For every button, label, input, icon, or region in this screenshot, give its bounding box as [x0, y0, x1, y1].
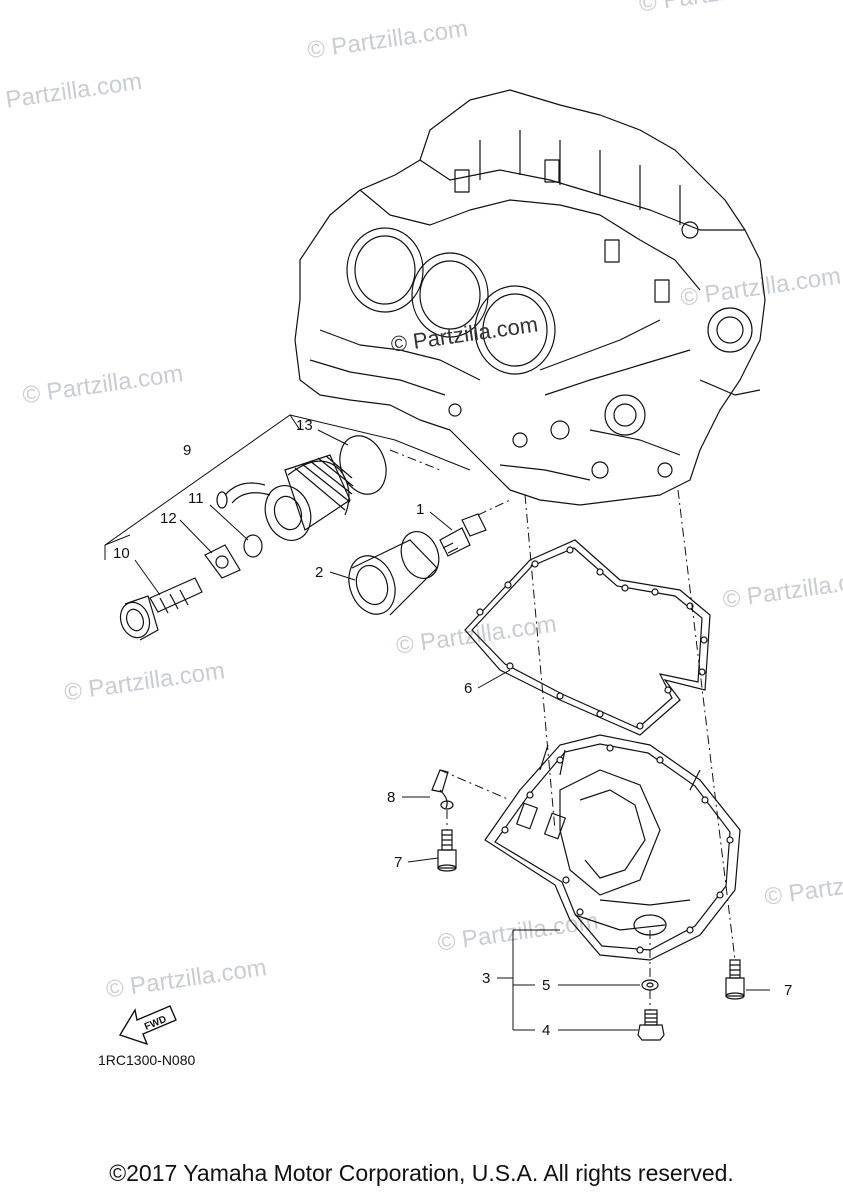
assembly-lines: [389, 449, 736, 1010]
callout-4: 4: [542, 1022, 550, 1039]
oil-pan-gasket-drawing: [464, 539, 711, 736]
watermark: © Partzilla.com: [104, 954, 268, 1003]
watermark: © Partzilla.com: [721, 565, 843, 614]
callout-7: 7: [394, 854, 402, 871]
watermark: © Partzilla.com: [637, 0, 801, 18]
callout-6: 6: [464, 680, 472, 697]
watermark: © Partzilla.com: [63, 657, 227, 706]
copyright-notice: ©2017 Yamaha Motor Corporation, U.S.A. A…: [109, 1160, 734, 1186]
callout-labels: 9 13 11 12 10 1 2 6 8 7 3 5 4 7: [113, 417, 792, 1039]
watermark: © Partzilla.com: [21, 360, 185, 409]
callout-13: 13: [296, 417, 313, 434]
callout-11: 11: [188, 490, 204, 507]
callout-9: 9: [183, 442, 191, 459]
callout-10: 10: [113, 545, 130, 562]
callout-7: 7: [784, 982, 792, 999]
callout-2: 2: [315, 564, 323, 581]
fwd-arrow-icon: FWD: [118, 1005, 177, 1046]
callout-3: 3: [482, 970, 490, 987]
watermark: © Partzilla.com: [0, 68, 144, 117]
callout-5: 5: [542, 977, 550, 994]
watermark-center: © Partzilla.com: [389, 312, 539, 357]
watermark: © Partzilla.com: [679, 263, 843, 312]
oil-pan-drawing: [484, 734, 741, 961]
callout-8: 8: [387, 789, 395, 806]
watermark: © Partzilla.com: [306, 15, 470, 64]
watermark: © Partzilla.com: [763, 862, 843, 911]
fasteners-drawing: [431, 769, 745, 1041]
diagram-code: 1RC1300-N080: [98, 1052, 195, 1068]
crankcase-drawing: [294, 89, 766, 506]
callout-12: 12: [160, 510, 177, 527]
leader-lines: [104, 414, 770, 1031]
callout-1: 1: [416, 501, 424, 518]
oil-cooler-drawing: [119, 435, 387, 641]
oil-filter-drawing: [348, 513, 487, 616]
